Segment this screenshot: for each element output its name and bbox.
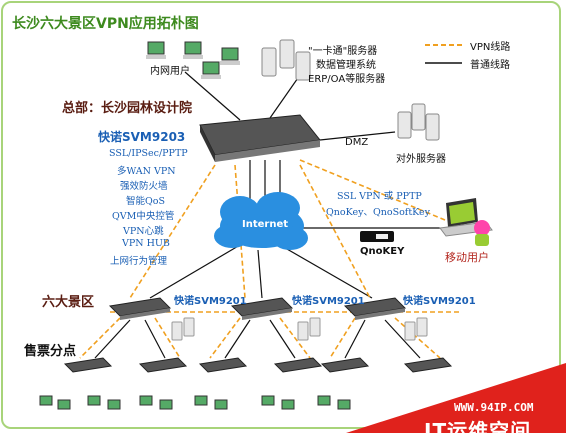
line-intranet-core — [184, 71, 241, 121]
line-b2-t2 — [269, 319, 296, 359]
server-label-2: 数据管理系统 — [316, 60, 376, 71]
feature-item: SSL/IPSec/PPTP — [109, 148, 188, 159]
feature-item: VPN HUB — [122, 238, 170, 249]
feature-item: VPN心跳 — [123, 226, 164, 237]
branch-device-3: 快诺SVM9201 — [403, 296, 476, 307]
watermark-brand: IT运维空间 — [424, 419, 532, 433]
server-label-3: ERP/OA等服务器 — [308, 74, 386, 85]
vpn-core-b3 — [299, 164, 371, 299]
line-b1-t1 — [94, 319, 131, 359]
diagram-border — [1, 1, 561, 429]
branch-servers — [171, 317, 428, 341]
mobile-laptop — [439, 198, 493, 246]
line-servers-core — [269, 74, 301, 119]
vpn-b3-t1 — [329, 317, 356, 359]
branch-routers — [108, 297, 407, 320]
line-b3-t2 — [384, 319, 421, 359]
feature-item: QVM中央控管 — [112, 211, 175, 222]
vpn-b2-t2 — [279, 317, 311, 359]
legend-normal-label: 普通线路 — [470, 60, 510, 71]
dmz-label: DMZ — [345, 137, 369, 148]
mobile-methods: SSL VPN 或 PPTP — [337, 191, 422, 202]
qnokey-device — [360, 231, 394, 242]
qnokey-label: QnoKEY — [360, 246, 405, 257]
branch-device-2: 快诺SVM9201 — [292, 296, 365, 307]
external-servers-label: 对外服务器 — [396, 154, 446, 165]
intranet-users-label: 内网用户 — [150, 66, 190, 77]
diagram-title: 长沙六大景区VPN应用拓朴图 — [12, 16, 199, 32]
branch-device-1: 快诺SVM9201 — [174, 296, 247, 307]
mobile-user-label: 移动用户 — [445, 251, 489, 264]
vpn-b1-t1 — [79, 317, 121, 359]
dmz-servers — [397, 103, 440, 141]
feature-item: 多WAN VPN — [117, 166, 176, 177]
vpn-core-mobile — [299, 159, 446, 221]
watermark-bg — [346, 363, 566, 433]
core-router — [199, 114, 321, 162]
ticket-routers — [63, 357, 453, 373]
hq-servers — [261, 39, 311, 81]
vpn-core-b1 — [129, 164, 216, 299]
watermark-url: WWW.94IP.COM — [454, 401, 534, 414]
ticket-label: 售票分点 — [24, 344, 77, 359]
feature-item: 上网行为管理 — [110, 256, 168, 267]
vpn-b2-t1 — [209, 317, 241, 359]
feature-item: 强效防火墙 — [120, 181, 168, 192]
line-b1-t2 — [144, 319, 166, 359]
internet-label: Internet — [242, 219, 289, 230]
core-device-name: 快诺SVM9203 — [98, 130, 186, 144]
ticket-pcs — [39, 395, 351, 410]
vpn-b3-t2 — [394, 317, 441, 359]
hq-label: 总部：长沙园林设计院 — [62, 101, 193, 116]
intranet-pcs — [146, 41, 240, 79]
feature-item: 智能QoS — [126, 196, 166, 207]
mobile-keys: QnoKey、QnoSoftKey — [326, 207, 430, 218]
line-b3-t1 — [344, 319, 366, 359]
server-label-1: "一卡通"服务器 — [308, 46, 378, 57]
internet-cloud — [214, 192, 308, 250]
line-b2-t1 — [224, 319, 251, 359]
watermark: WWW.94IP.COM IT运维空间 — [346, 353, 566, 433]
line-internet-branch-3 — [279, 244, 373, 299]
branches-label: 六大景区 — [42, 295, 95, 310]
line-internet-branch-2 — [257, 249, 263, 299]
line-internet-branch-1 — [149, 244, 241, 299]
line-core-dmz — [319, 131, 396, 141]
legend-vpn-label: VPN线路 — [470, 42, 511, 53]
